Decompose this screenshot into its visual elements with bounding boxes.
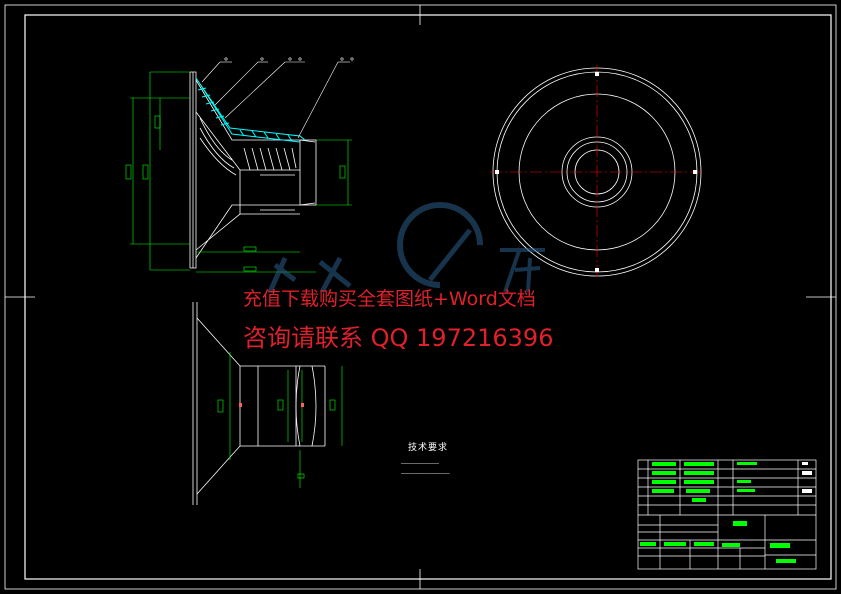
side-view-markers [239, 403, 304, 407]
end-view-markers [495, 72, 697, 272]
side-view [192, 302, 326, 505]
tech-requirements-title: 技术要求 [408, 443, 449, 453]
watermark-line-2: 咨询请联系 QQ 197216396 [243, 324, 554, 352]
section-view [189, 71, 317, 269]
tech-note-line-1: ────────────── [401, 462, 439, 467]
title-block-white-marks [802, 462, 812, 493]
centerlines [490, 65, 704, 279]
watermark-logo [267, 202, 545, 294]
sheet-border [4, 4, 837, 590]
tech-note-line-2: ────────────────── [401, 472, 450, 477]
dimensions [125, 71, 352, 273]
side-view-dims [217, 352, 343, 488]
title-block-text-blocks [640, 462, 796, 563]
watermark-line-1: 充值下载购买全套图纸+Word文档 [243, 288, 536, 310]
section-hatch [195, 77, 306, 143]
part-leaders [201, 57, 354, 139]
title-block [637, 459, 817, 570]
